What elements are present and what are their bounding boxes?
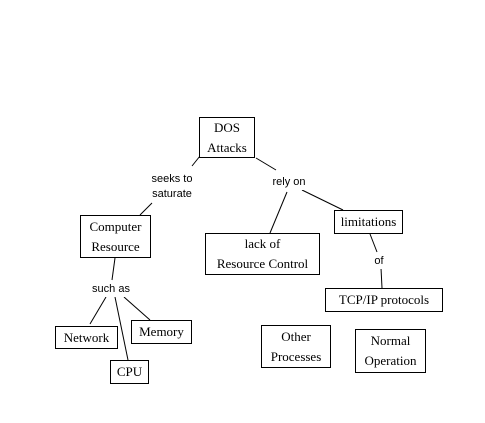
connector-resource-to-suchas — [111, 257, 116, 281]
link-seeks-to-saturate: seeks to saturate — [144, 172, 200, 202]
connector-dos-to-seeks — [191, 155, 201, 167]
concept-memory: Memory — [131, 320, 192, 344]
connector-of-to-tcpip — [380, 267, 383, 289]
concept-tcpip-protocols: TCP/IP protocols — [325, 288, 443, 312]
link-such-as: such as — [86, 282, 136, 297]
connector-suchas-to-network — [89, 296, 107, 325]
concept-cpu: CPU — [110, 360, 149, 384]
concept-network: Network — [55, 326, 118, 349]
connector-suchas-to-cpu — [114, 296, 129, 361]
connector-relyon-to-limitations — [301, 189, 344, 211]
connector-suchas-to-memory — [123, 296, 151, 321]
concept-other-processes: Other Processes — [261, 325, 331, 368]
concept-normal-operation: Normal Operation — [355, 329, 426, 373]
concept-limitations: limitations — [334, 210, 403, 234]
connector-limitations-to-of — [369, 233, 378, 253]
concept-dos-attacks: DOS Attacks — [199, 117, 255, 158]
concept-computer-resource: Computer Resource — [80, 215, 151, 258]
connector-seeks-to-resource — [139, 202, 153, 216]
connector-relyon-to-lack — [269, 191, 288, 234]
concept-lack-of-resource-control: lack of Resource Control — [205, 233, 320, 275]
link-of: of — [370, 254, 388, 269]
link-rely-on: rely on — [268, 175, 310, 190]
connector-dos-to-relyon — [255, 157, 277, 171]
